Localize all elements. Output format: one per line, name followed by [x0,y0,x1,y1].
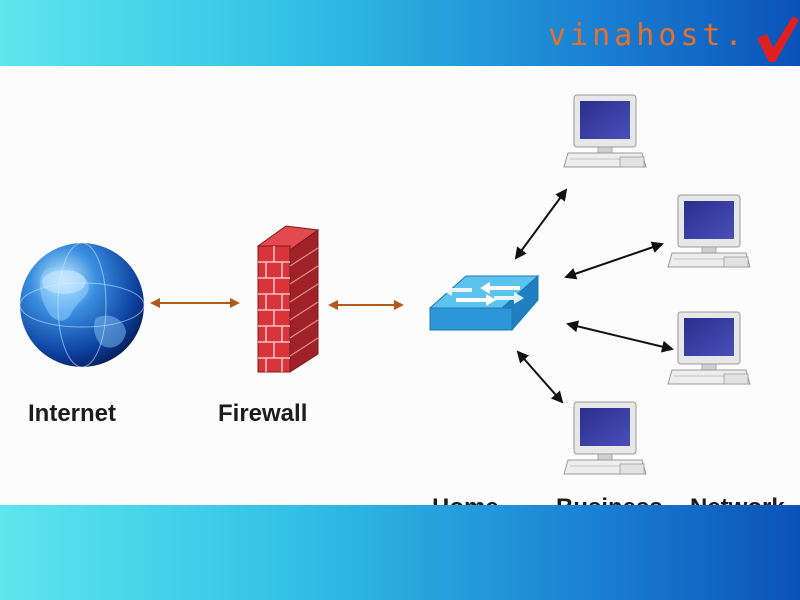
switch-pc2-arrow [564,241,664,280]
header-band [0,0,800,66]
desktop-computer-icon [667,194,751,268]
switch-pc3-arrow [566,320,674,353]
globe-icon [19,242,145,368]
desktop-computer-icon [667,311,751,385]
internet-label: Internet [28,400,117,427]
network-switch-icon [428,274,540,331]
logo-text: vinahost. [548,18,747,53]
footer-band-overlay [0,505,800,600]
desktop-computer-icon [563,94,647,168]
firewall-brick-wall-icon [256,225,320,373]
switch-pc4-arrow [516,350,564,404]
firewall-label: Firewall [218,400,308,427]
desktop-computer-icon [563,401,647,475]
checkmark-icon [757,16,799,62]
switch-pc1-arrow [514,188,568,260]
